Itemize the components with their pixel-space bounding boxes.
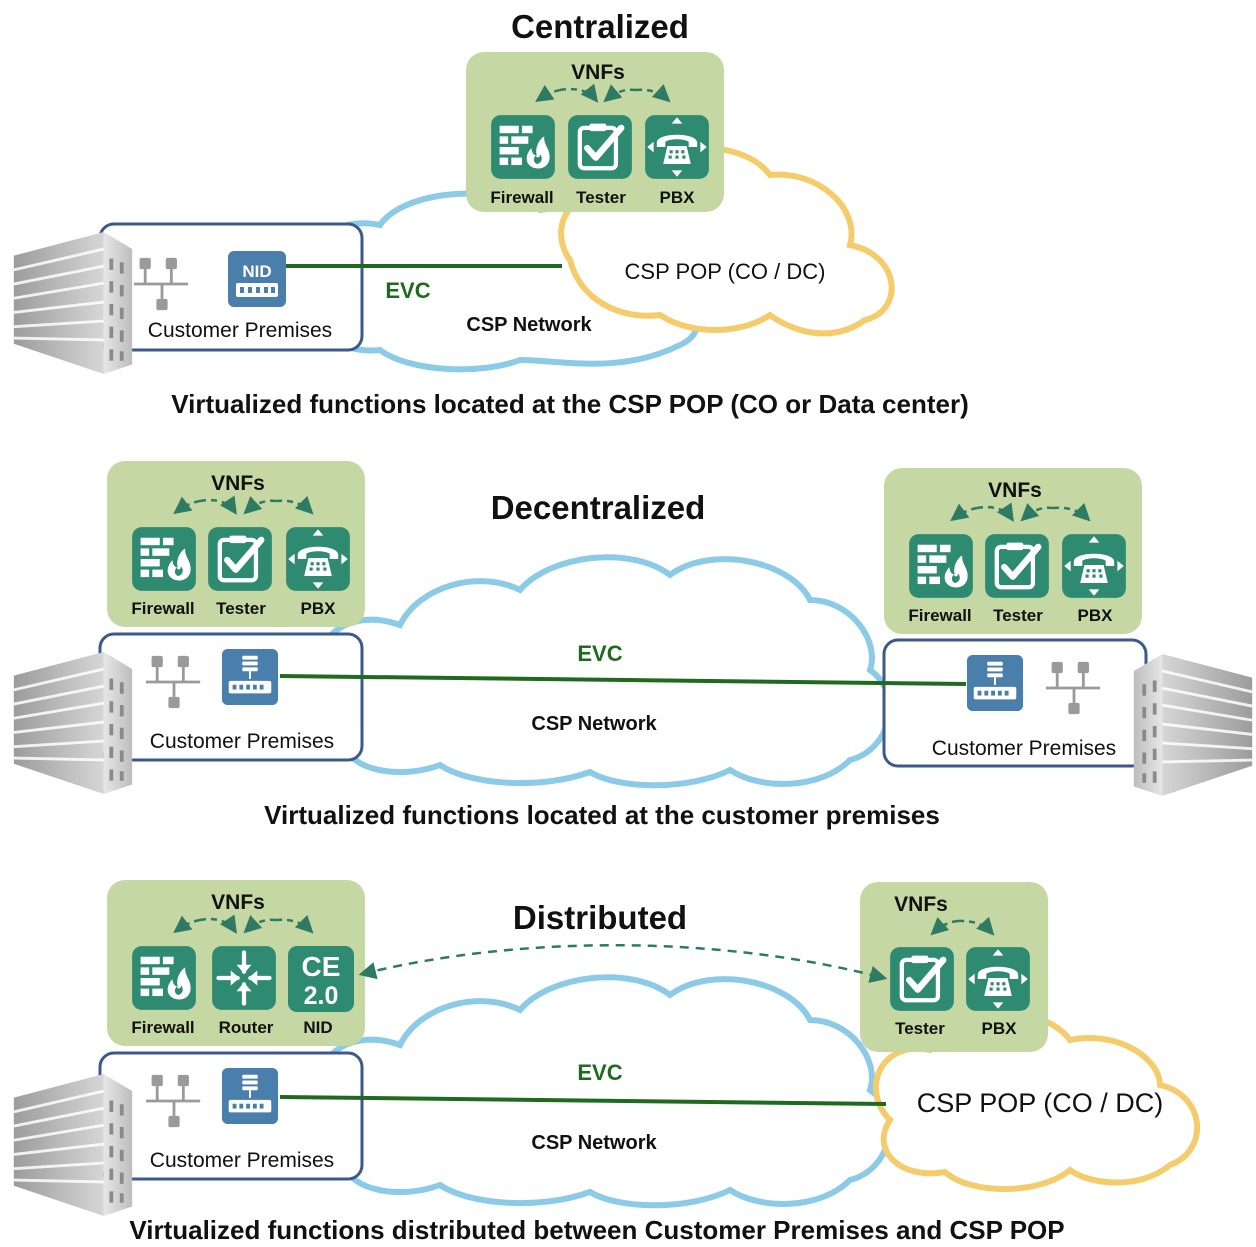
distributed-caption: Virtualized functions distributed betwee… [129, 1215, 1064, 1245]
vnf-label-tester: Tester [216, 599, 266, 618]
csp-pop-label: CSP POP (CO / DC) [917, 1088, 1164, 1118]
ce-badge-top: CE [302, 951, 341, 982]
distributed-section: Distributed Customer Premises EVC CSP Ne… [12, 880, 1201, 1245]
customer-premises-label: Customer Premises [150, 1149, 334, 1172]
evc-line [279, 1095, 887, 1106]
building-icon [1132, 654, 1254, 796]
vnf-link-arrow [358, 944, 888, 983]
vnf-heading: VNFs [211, 472, 265, 495]
firewall-icon [491, 115, 555, 179]
vnf-heading: VNFs [571, 61, 625, 84]
vnf-label-pbx: PBX [301, 599, 337, 618]
firewall-icon [909, 534, 973, 598]
switch-icon [221, 1067, 279, 1125]
pbx-icon [966, 947, 1030, 1011]
tester-icon [208, 527, 272, 591]
vnf-label-pbx: PBX [982, 1019, 1018, 1038]
pbx-icon [645, 115, 709, 179]
router-icon [212, 946, 276, 1010]
csp-network-cloud [309, 974, 893, 1209]
vnf-label-firewall: Firewall [131, 1018, 194, 1037]
vnf-label-tester: Tester [895, 1019, 945, 1038]
vnf-label-tester: Tester [576, 188, 626, 207]
pbx-icon [1062, 534, 1126, 598]
building-icon [12, 232, 134, 374]
evc-label: EVC [385, 278, 430, 303]
nid-device: NID [228, 251, 286, 307]
vnf-heading: VNFs [894, 893, 948, 916]
firewall-icon [132, 527, 196, 591]
centralized-caption: Virtualized functions located at the CSP… [171, 389, 969, 419]
firewall-icon [132, 946, 196, 1010]
vnf-label-firewall: Firewall [131, 599, 194, 618]
decentralized-section: Decentralized Customer Premises Customer… [12, 461, 1254, 830]
csp-network-label: CSP Network [466, 314, 592, 336]
customer-premises-label: Customer Premises [150, 730, 334, 753]
vnf-heading: VNFs [988, 479, 1042, 502]
tester-icon [890, 947, 954, 1011]
ce-badge-bottom: 2.0 [304, 982, 339, 1010]
vnf-heading: VNFs [211, 891, 265, 914]
csp-network-label: CSP Network [531, 1132, 657, 1154]
decentralized-title: Decentralized [491, 489, 706, 526]
switch-icon [221, 648, 279, 706]
csp-network-label: CSP Network [531, 713, 657, 735]
vnf-label-pbx: PBX [660, 188, 696, 207]
distributed-title: Distributed [513, 899, 687, 936]
centralized-title: Centralized [511, 8, 689, 45]
customer-premises-label: Customer Premises [932, 737, 1116, 760]
customer-premises-label: Customer Premises [148, 319, 332, 342]
evc-label: EVC [577, 641, 622, 666]
building-icon [12, 652, 134, 794]
vnf-label-nid: NID [303, 1018, 332, 1037]
building-icon [12, 1074, 134, 1216]
csp-network-cloud [309, 554, 893, 789]
decentralized-caption: Virtualized functions located at the cus… [264, 800, 940, 830]
vnf-label-tester: Tester [993, 606, 1043, 625]
tester-icon [985, 534, 1049, 598]
csp-pop-label: CSP POP (CO / DC) [625, 259, 826, 284]
evc-line [279, 674, 967, 686]
evc-label: EVC [577, 1060, 622, 1085]
vnf-label-firewall: Firewall [908, 606, 971, 625]
vnf-label-firewall: Firewall [490, 188, 553, 207]
switch-icon [966, 654, 1024, 712]
vnf-label-router: Router [219, 1018, 274, 1037]
pbx-icon [286, 527, 350, 591]
ce20-icon: CE 2.0 [288, 946, 354, 1012]
vnf-label-pbx: PBX [1078, 606, 1114, 625]
centralized-section: Centralized NID Customer Premises EVC CS… [12, 8, 969, 419]
tester-icon [568, 115, 632, 179]
nid-label: NID [242, 262, 271, 281]
